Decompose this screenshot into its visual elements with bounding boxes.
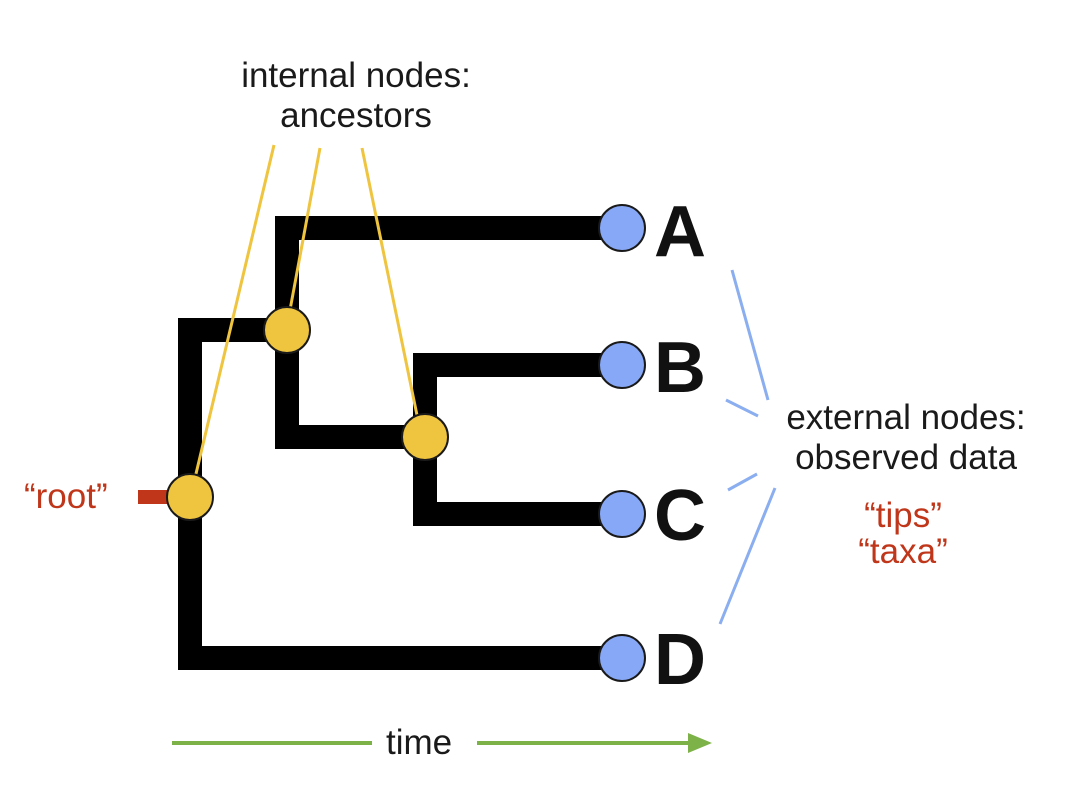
internal-pointer-lines [193,144,420,479]
external-pointer-lines [718,269,777,625]
internal-nodes-label-line1: internal nodes: [241,56,471,95]
internal-nodes-label-line2: ancestors [280,96,432,135]
tip-label-c: C [654,476,706,556]
internal-node-bc [401,413,449,461]
root-stub [138,490,168,504]
alias-tips: “tips” [864,496,942,535]
branch-root-to-ab [178,318,292,497]
external-nodes-label: external nodes: observed data [758,398,1054,478]
alias-taxa: “taxa” [858,532,948,571]
pointer-to-root [193,144,276,479]
time-arrowhead [688,733,712,753]
tree-branches [178,216,610,670]
root-label: “root” [24,477,108,516]
pointer-to-c [727,472,758,492]
branch-ab-to-bc [275,330,425,449]
internal-nodes-label: internal nodes: ancestors [206,56,506,136]
tip-label-a: A [654,192,706,272]
internal-nodes [166,306,449,521]
pointer-to-a [730,269,770,401]
root-node [166,473,214,521]
tip-node-c [598,490,646,538]
branch-root-to-d [178,497,610,670]
tip-node-a [598,204,646,252]
branch-bc-to-b [413,353,610,437]
tip-node-b [598,341,646,389]
external-nodes-label-line1: external nodes: [786,398,1026,437]
tip-label-b: B [654,328,706,408]
internal-node-ab [263,306,311,354]
tip-nodes [598,204,646,682]
time-arrow [172,733,712,753]
aliases-label: “tips” “taxa” [828,498,978,570]
branch-bc-to-c [413,437,610,526]
pointer-to-b [725,398,759,418]
pointer-to-node-bc [360,147,420,421]
branch-ab-to-a [275,216,610,330]
time-label: time [386,723,453,762]
tip-node-d [598,634,646,682]
pointer-to-node-ab [288,147,322,311]
external-nodes-label-line2: observed data [795,438,1017,477]
pointer-to-d [718,487,777,625]
tip-label-d: D [654,620,706,700]
